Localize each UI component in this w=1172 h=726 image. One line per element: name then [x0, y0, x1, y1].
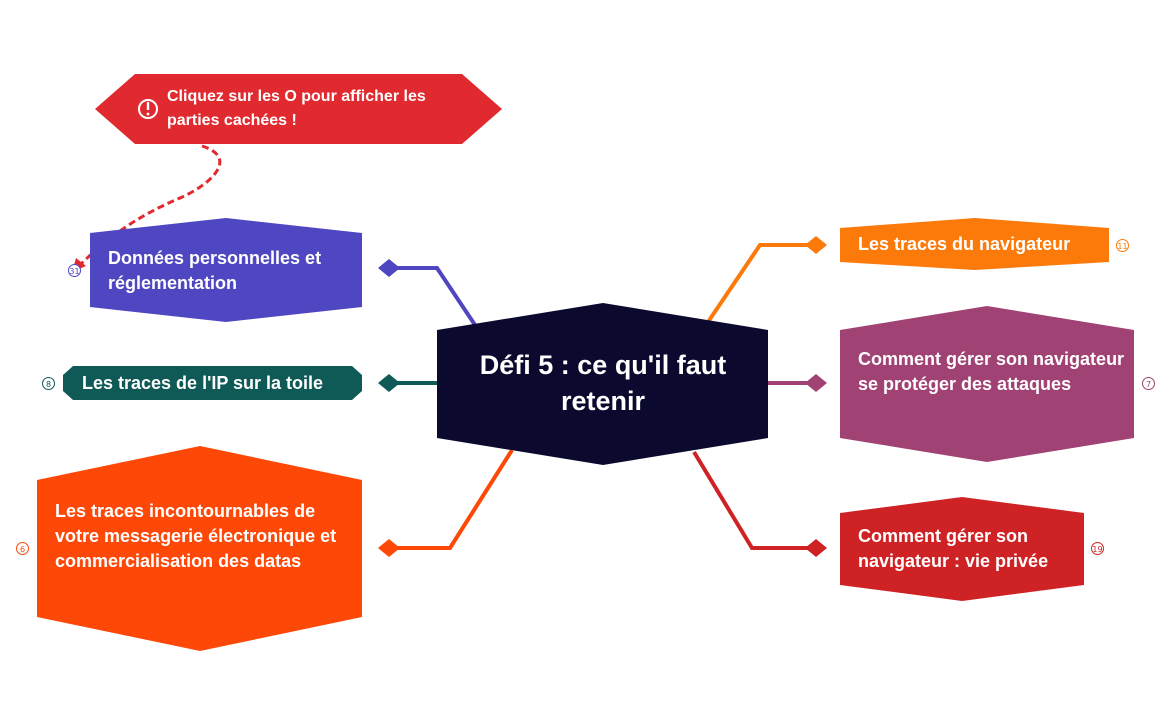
- connector-markers: [378, 236, 827, 557]
- exclamation-icon-dot: [146, 112, 150, 116]
- topic-donnees-shape[interactable]: [90, 218, 362, 322]
- topic-vieprivee-label: Comment gérer son navigateur : vie privé…: [858, 526, 1049, 571]
- topic-vieprivee-shape[interactable]: [840, 497, 1084, 601]
- topic-messagerie-shape[interactable]: [37, 446, 362, 651]
- marker-messagerie: [378, 539, 400, 557]
- expand-count-navigateur[interactable]: 11: [1116, 239, 1129, 252]
- connector-navigateur: [706, 243, 815, 324]
- topic-donnees-label: Données personnelles et réglementation: [108, 248, 322, 293]
- expand-count-messagerie[interactable]: 6: [16, 542, 29, 555]
- connector-messagerie: [390, 448, 514, 550]
- topic-ip-shape[interactable]: [63, 366, 362, 400]
- expand-count-donnees[interactable]: 31: [68, 264, 81, 277]
- marker-ip: [378, 374, 400, 392]
- central-topic-label: Défi 5 : ce qu'il faut retenir: [479, 350, 727, 416]
- topic-attaques-shape[interactable]: [840, 306, 1134, 462]
- topic-navigateur-label: Les traces du navigateur: [858, 234, 1071, 254]
- marker-vieprivee: [805, 539, 827, 557]
- expand-count-attaques[interactable]: 7: [1142, 377, 1155, 390]
- exclamation-icon: [138, 99, 158, 119]
- central-topic-shape[interactable]: [437, 303, 768, 465]
- topic-attaques-label: Comment gérer son navigateur se protéger…: [858, 349, 1125, 394]
- connector-donnees: [390, 266, 477, 327]
- marker-navigateur: [805, 236, 827, 254]
- note-shape[interactable]: [95, 74, 502, 144]
- topic-navigateur-shape[interactable]: [840, 218, 1109, 270]
- note-label: Cliquez sur les O pour afficher les part…: [167, 88, 426, 129]
- marker-attaques: [805, 374, 827, 392]
- exclamation-icon-bar: [146, 102, 150, 110]
- expand-count-vieprivee[interactable]: 19: [1091, 542, 1104, 555]
- marker-donnees: [378, 259, 400, 277]
- connector-vieprivee: [692, 450, 815, 550]
- expand-count-ip[interactable]: 8: [42, 377, 55, 390]
- connectors: [390, 243, 815, 550]
- topic-ip-label: Les traces de l'IP sur la toile: [82, 373, 324, 393]
- topic-messagerie-label: Les traces incontournables de votre mess…: [55, 501, 337, 571]
